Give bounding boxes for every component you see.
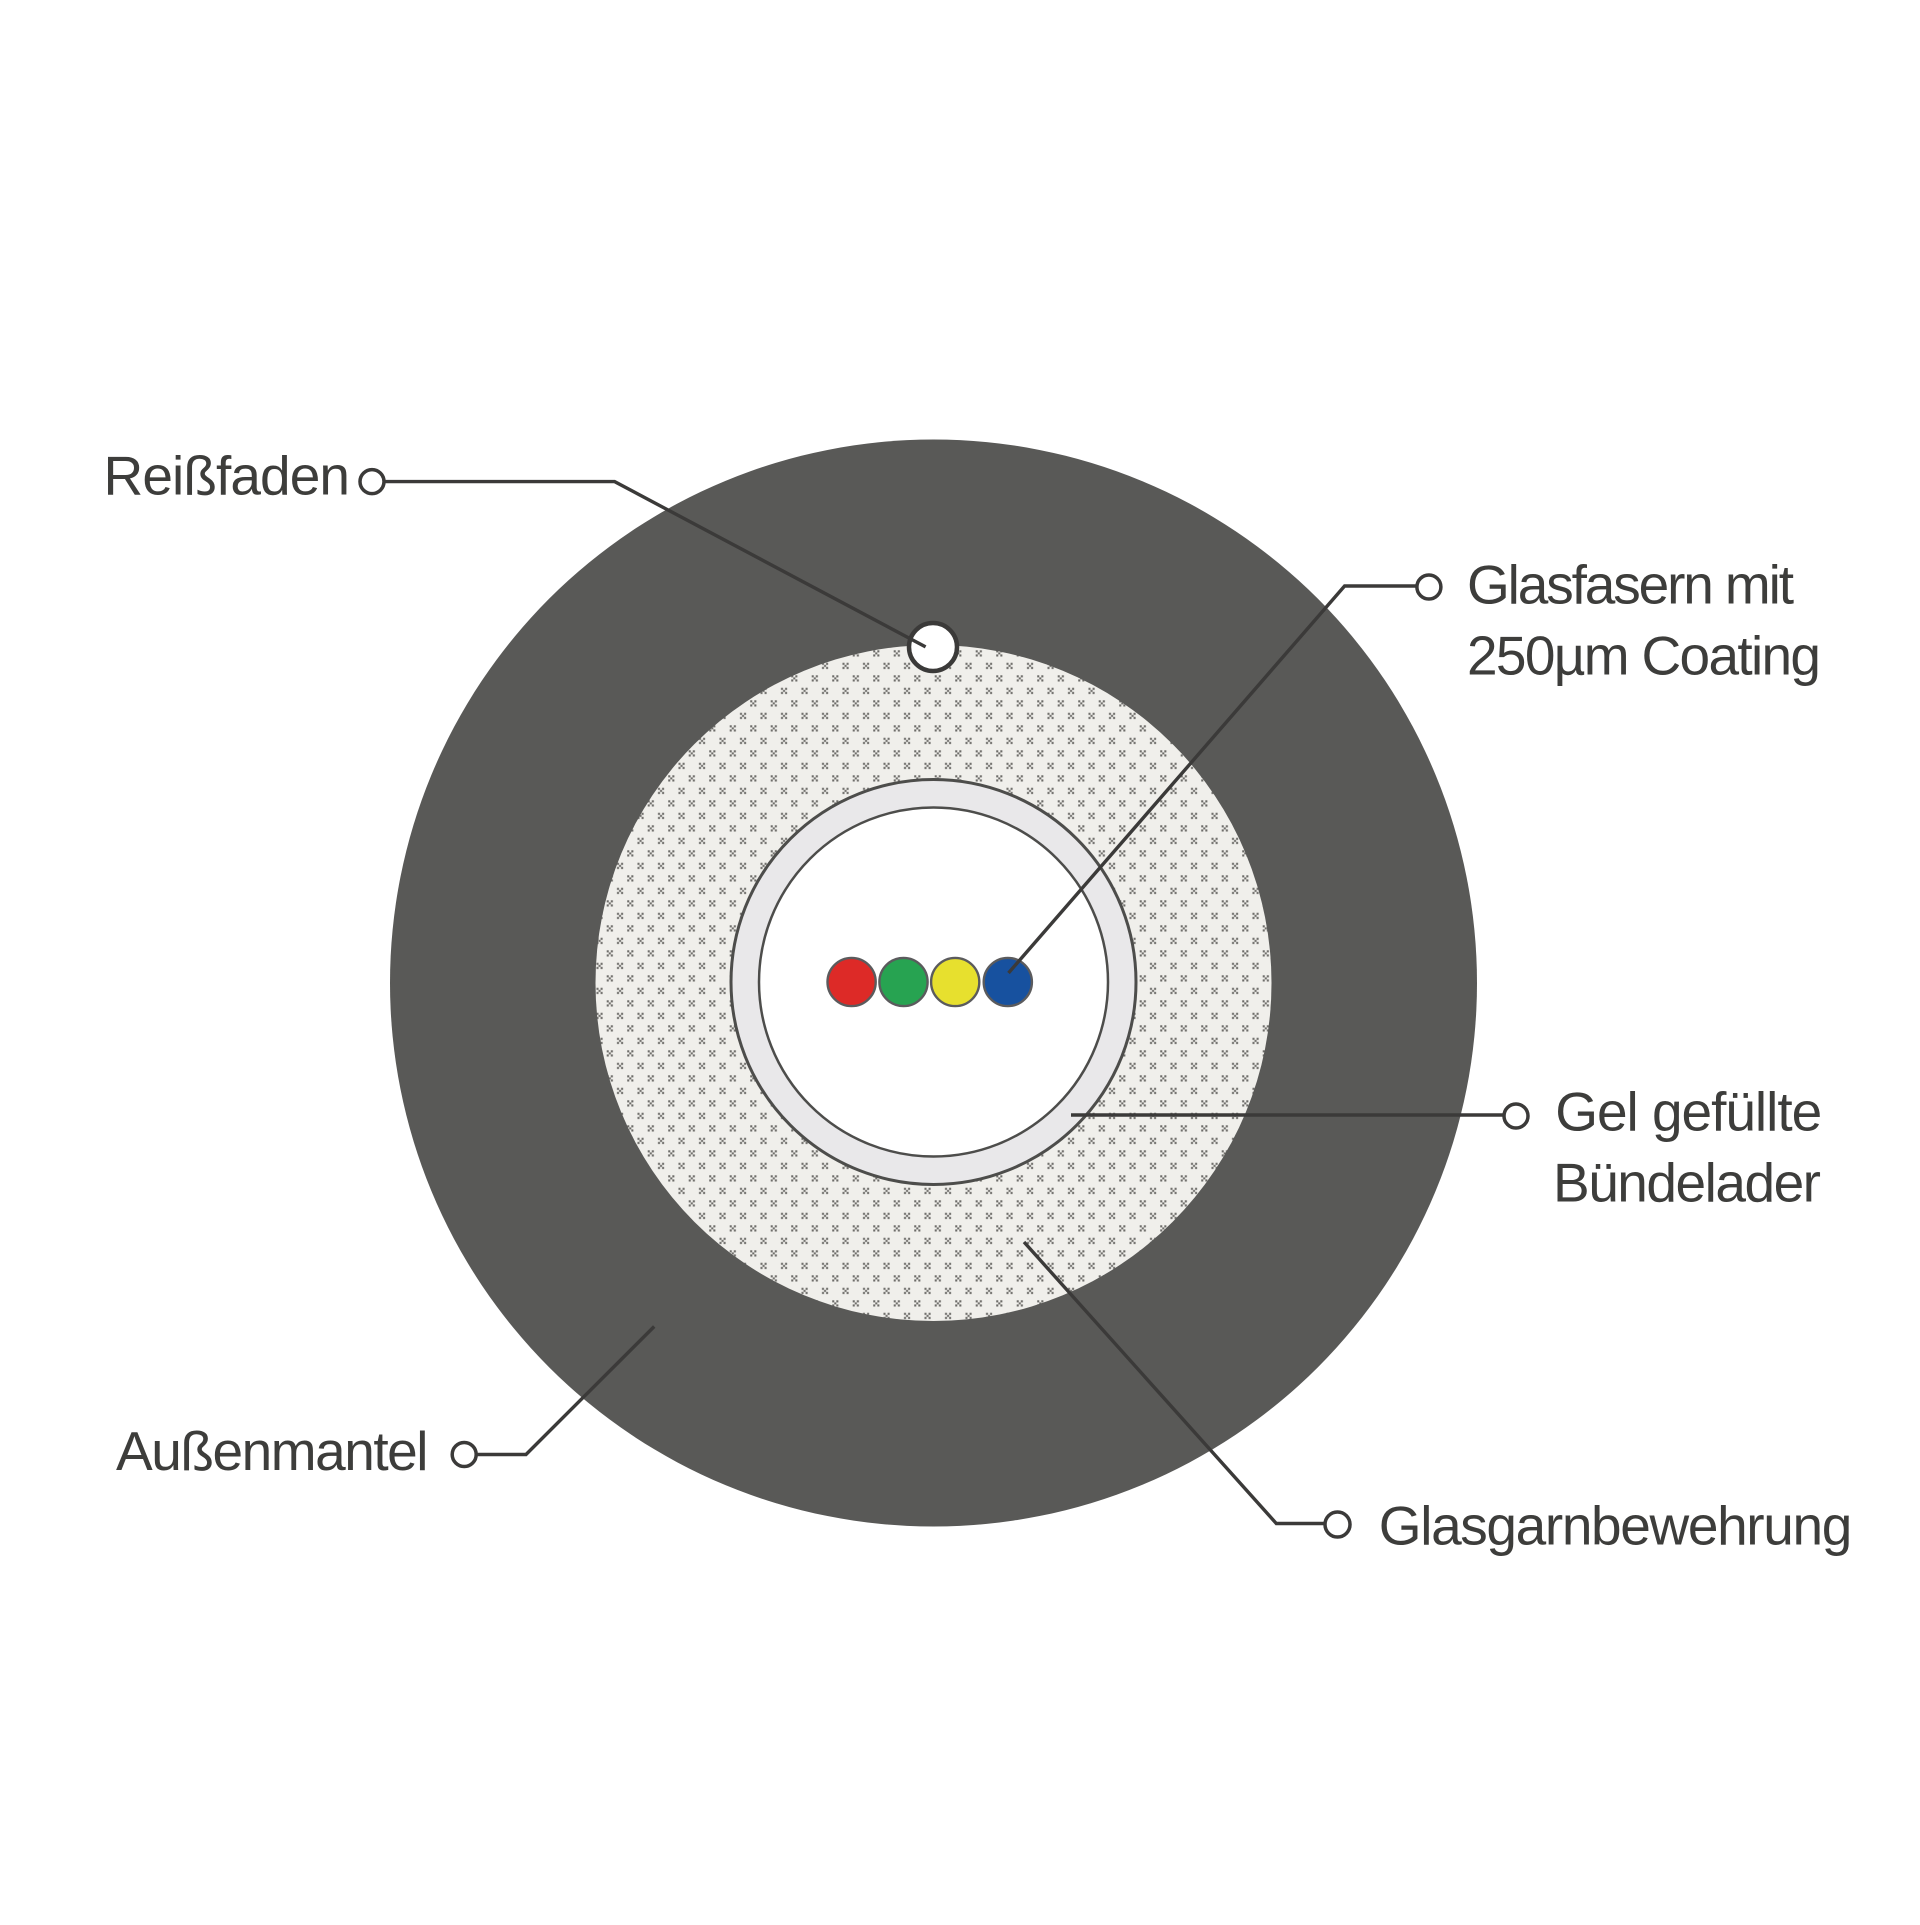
svg-text:Gel gefüllte: Gel gefüllte [1555, 1080, 1822, 1142]
svg-text:Bündelader: Bündelader [1553, 1151, 1821, 1213]
svg-text:Glasgarnbewehrung: Glasgarnbewehrung [1379, 1494, 1853, 1556]
svg-text:Glasfasern mit: Glasfasern mit [1467, 553, 1794, 615]
svg-text:Reißfaden: Reißfaden [104, 445, 351, 507]
svg-text:250µm Coating: 250µm Coating [1467, 624, 1821, 686]
svg-text:Außenmantel: Außenmantel [116, 1420, 429, 1482]
